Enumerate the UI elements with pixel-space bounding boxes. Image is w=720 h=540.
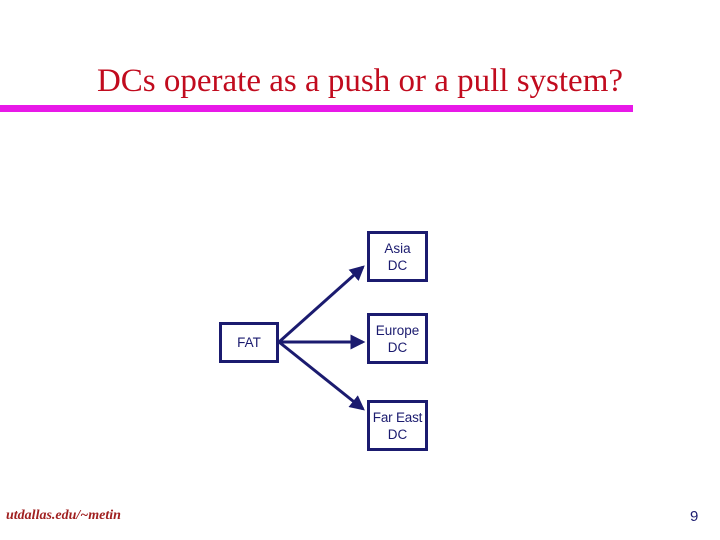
node-europe-dc: Europe DC — [367, 313, 428, 364]
node-far-east-dc-label-line1: Far East — [372, 409, 423, 425]
node-asia-dc-label-line1: Asia — [384, 240, 411, 256]
node-europe-dc-label-line1: Europe — [375, 322, 420, 338]
node-asia-dc-label-line2: DC — [387, 257, 408, 273]
edge-fat-to-asia — [278, 265, 365, 344]
page-number: 9 — [690, 508, 699, 525]
node-fat-label: FAT — [237, 335, 261, 350]
footer-source-link[interactable]: utdallas.edu/~metin — [6, 508, 121, 523]
title-underline-rule — [0, 105, 633, 112]
node-far-east-dc-label-line2: DC — [387, 426, 408, 442]
edge-fat-to-far-east — [278, 340, 365, 411]
node-asia-dc: Asia DC — [367, 231, 428, 282]
page-title: DCs operate as a push or a pull system? — [96, 63, 624, 99]
node-far-east-dc: Far East DC — [367, 400, 428, 451]
node-europe-dc-label-line2: DC — [387, 339, 408, 355]
node-fat: FAT — [219, 322, 279, 363]
